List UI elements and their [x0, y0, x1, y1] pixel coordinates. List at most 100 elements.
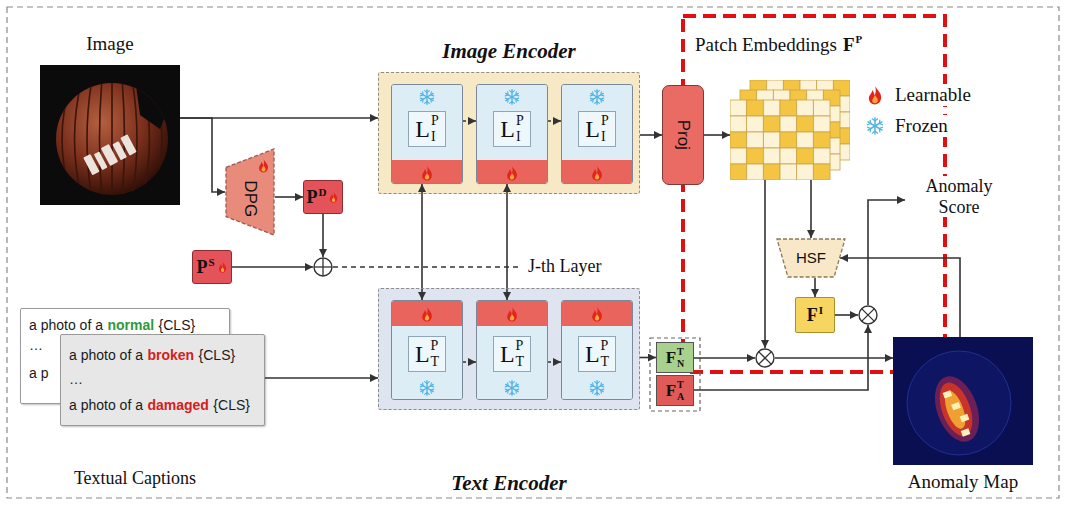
embedding-cell: [813, 100, 830, 116]
frozen-snowflake-icon: [419, 89, 435, 105]
flame-inner: [220, 267, 223, 272]
script-letter: T: [516, 355, 525, 369]
snowflake-branch: [515, 383, 519, 388]
embedding-cell: [747, 100, 764, 116]
script-letter: I: [431, 130, 439, 144]
snowflake-branch: [510, 382, 515, 384]
snowflake-branch: [595, 392, 600, 394]
layer-label-box: LPT: [408, 336, 446, 372]
snowflake-branch: [600, 92, 604, 97]
signal-wire: [694, 357, 755, 359]
snowflake-branch: [430, 92, 434, 97]
embedding-cell: [813, 132, 830, 148]
snowflake-branch: [505, 97, 509, 102]
connector-arrow: [421, 184, 423, 300]
ball-stripe: [111, 79, 113, 199]
multiply-operator: [756, 349, 774, 367]
frozen-snowflake-icon: [504, 380, 520, 396]
learnable-flame-icon: [866, 85, 884, 105]
math-symbol: PD: [307, 188, 327, 206]
ball-stripe: [162, 79, 175, 199]
map-heading-holder: Anomaly Map: [908, 471, 1018, 493]
label-holder: FTN: [657, 343, 693, 372]
heat-mid: [933, 378, 978, 440]
snowflake-branch: [505, 383, 509, 388]
connector-arrow: [463, 120, 476, 122]
frozen-snowflake-icon: [504, 89, 520, 105]
caption-text: {CLS}: [213, 397, 250, 413]
connector-arrow: [840, 258, 960, 337]
add-operator: [314, 258, 332, 276]
icon-holder: [392, 301, 462, 326]
encoder-title-holder: Image Encoder: [442, 39, 576, 63]
snowflake-branch: [420, 383, 424, 388]
ball-print: [83, 134, 137, 175]
signal-wire: [694, 325, 868, 390]
flame-inner: [510, 314, 514, 321]
icon-holder: [562, 301, 632, 326]
script-letter: P: [431, 114, 439, 128]
flame-inner: [595, 314, 599, 321]
connector-arrow: [506, 184, 508, 300]
flame-inner: [425, 173, 429, 180]
script-letter: S: [208, 257, 214, 268]
ball-stripe: [100, 79, 103, 199]
snowflake-branch: [510, 392, 515, 394]
embedding-cell: [780, 164, 797, 180]
input-photo: [40, 65, 180, 205]
heat-core: [941, 388, 970, 431]
learnable-flame-icon: [505, 165, 519, 181]
snowflake-branch: [867, 120, 872, 126]
legend-item: Frozen: [866, 115, 951, 137]
heat-outer: [927, 370, 988, 448]
flame-outer: [422, 166, 432, 180]
connector-arrow: [548, 120, 561, 122]
math-symbol: FTN: [666, 347, 685, 369]
script-letter: N: [677, 359, 684, 369]
ball-stripe: [75, 79, 83, 199]
script-stack: I: [819, 305, 823, 316]
input-image: Image: [40, 65, 180, 205]
label-holder: FI: [796, 298, 834, 332]
symbol-letter: L: [415, 342, 430, 366]
symbol-letter: L: [500, 117, 515, 141]
symbol-letter: L: [500, 342, 515, 366]
script-letter: P: [601, 339, 610, 353]
snowflake-stroke: [426, 388, 427, 395]
symbol-letter: L: [585, 342, 600, 366]
caption-text: a photo of a: [69, 397, 143, 413]
icon-holder: [477, 160, 547, 184]
ball-stripe: [50, 79, 63, 199]
map-background: [893, 337, 1033, 465]
script-stack: S: [208, 257, 214, 268]
snowflake-stroke: [596, 388, 597, 395]
connector-arrow: [180, 118, 225, 192]
snowflake-branch: [878, 120, 883, 126]
embedding-cell: [797, 116, 814, 132]
prompt-box: PS: [192, 250, 232, 284]
icon-holder: [477, 89, 547, 105]
snowflake-branch: [425, 91, 430, 93]
script-stack: PI: [516, 114, 524, 144]
snowflake-stroke: [511, 381, 512, 388]
hsf-trapezoid: [777, 239, 845, 277]
caption-line: a photo of anormal{CLS}: [29, 317, 195, 333]
icon-holder: [477, 380, 547, 396]
learnable-part: [477, 301, 547, 326]
caption-line: a photo of adamaged{CLS}: [69, 397, 250, 413]
signal-wire: [764, 180, 766, 348]
snowflake-branch: [510, 101, 515, 103]
caption-text: …: [29, 337, 43, 353]
snowflake-stroke: [874, 118, 876, 126]
symbol-letter: F: [807, 306, 818, 324]
caption-line: …: [69, 371, 83, 387]
legend-text: Frozen: [892, 115, 951, 137]
hsf-label: HSF: [796, 249, 826, 266]
symbol-letter: P: [307, 188, 318, 206]
icon-holder: [477, 301, 547, 326]
embedding-cell: [780, 100, 797, 116]
multiply-operator: [859, 306, 877, 324]
embedding-cell: [730, 100, 747, 116]
snowflake-branch: [595, 101, 600, 103]
snowflake-arm: [505, 382, 514, 390]
